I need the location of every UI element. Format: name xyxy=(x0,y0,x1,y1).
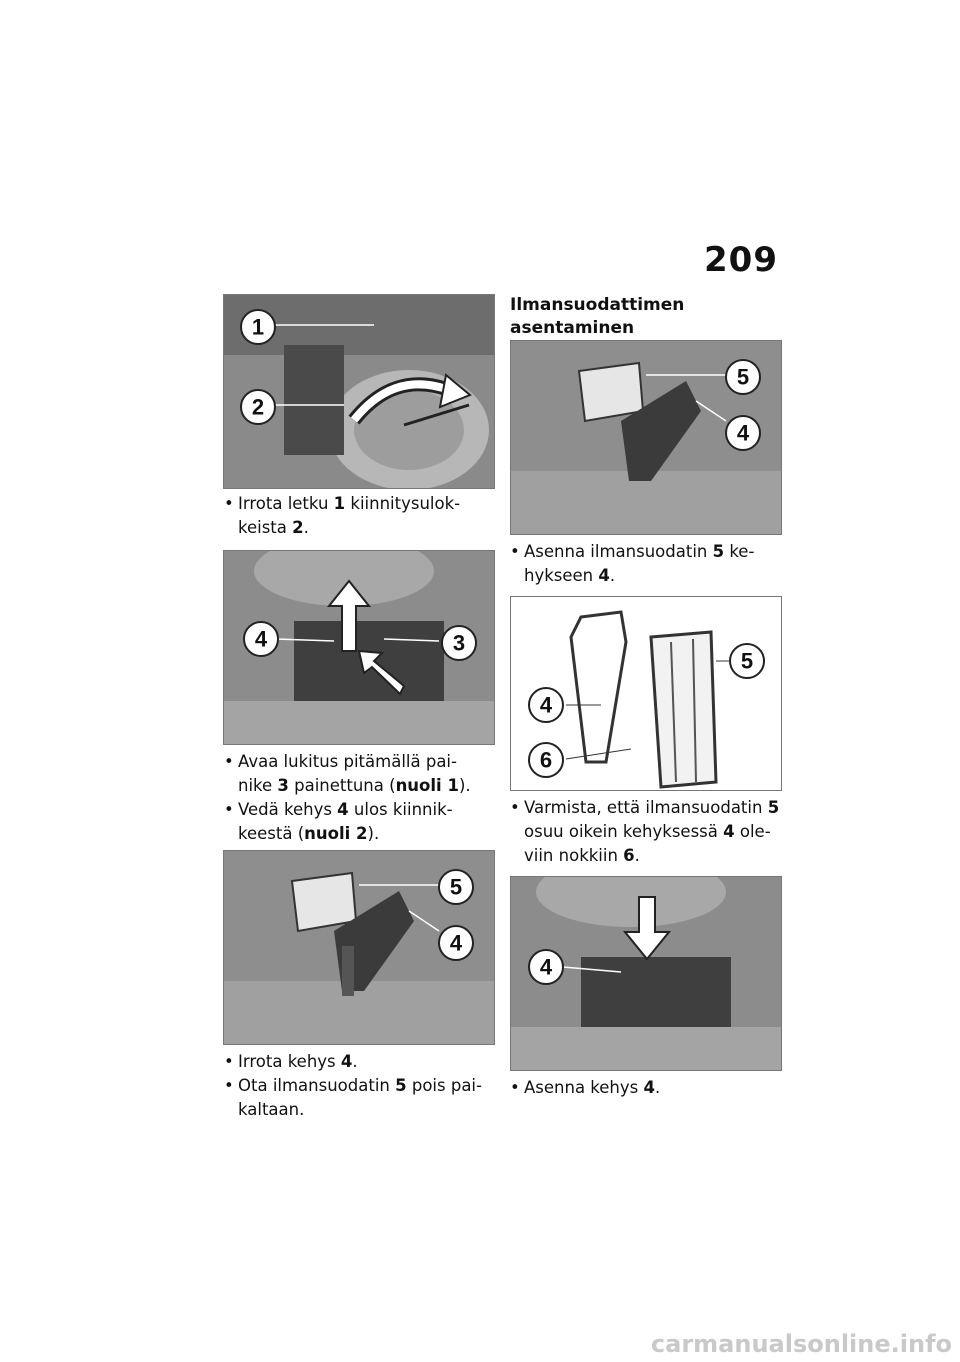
callout-4: 4 xyxy=(528,949,564,985)
svg-text:4: 4 xyxy=(255,627,268,652)
svg-text:4: 4 xyxy=(540,693,553,718)
callout-1: 1 xyxy=(240,309,276,345)
figure-hose-removal: 1 2 xyxy=(223,294,495,489)
step-item: Asenna ilmansuodatin 5 ke- hykseen 4. xyxy=(510,540,780,588)
step-list-3: Irrota kehys 4. Ota ilmansuodatin 5 pois… xyxy=(224,1050,494,1122)
step-item: Asenna kehys 4. xyxy=(510,1076,780,1100)
page-number: 209 xyxy=(704,240,778,280)
drawing-filter-and-frame: 4 5 6 xyxy=(511,597,781,790)
figure-frame-reinstall: 4 xyxy=(510,876,782,1071)
step-item: Irrota letku 1 kiinnitysulok- keista 2. xyxy=(224,492,494,540)
figure-filter-install: 5 4 xyxy=(510,340,782,535)
svg-text:5: 5 xyxy=(741,649,753,674)
callout-5: 5 xyxy=(438,869,474,905)
step-item: Irrota kehys 4. xyxy=(224,1050,494,1074)
svg-text:4: 4 xyxy=(540,955,553,980)
figure-frame-removed: 5 4 xyxy=(223,850,495,1045)
photo-filter-frame: 5 4 xyxy=(224,851,494,1044)
svg-text:1: 1 xyxy=(252,315,264,340)
figure-frame-unlock: 4 3 xyxy=(223,550,495,745)
step-list-5: Varmista, että ilmansuodatin 5 osuu oike… xyxy=(510,796,780,868)
photo-hose-clips: 1 2 xyxy=(224,295,494,488)
callout-4: 4 xyxy=(438,925,474,961)
watermark-text: carmanualsonline.info xyxy=(650,1330,952,1358)
svg-text:5: 5 xyxy=(737,365,749,390)
figure-filter-detail: 4 5 6 xyxy=(510,596,782,791)
photo-frame-insert: 4 xyxy=(511,877,781,1070)
step-list-4: Asenna ilmansuodatin 5 ke- hykseen 4. xyxy=(510,540,780,588)
callout-5: 5 xyxy=(725,359,761,395)
step-item: Vedä kehys 4 ulos kiinnik- keestä (nuoli… xyxy=(224,798,494,846)
photo-frame-latch: 4 3 xyxy=(224,551,494,744)
callout-2: 2 xyxy=(240,389,276,425)
svg-text:3: 3 xyxy=(453,631,465,656)
step-item: Varmista, että ilmansuodatin 5 osuu oike… xyxy=(510,796,780,868)
callout-4: 4 xyxy=(243,621,279,657)
step-item: Avaa lukitus pitämällä pai- nike 3 paine… xyxy=(224,750,494,798)
callout-4: 4 xyxy=(528,687,564,723)
step-list-6: Asenna kehys 4. xyxy=(510,1076,780,1100)
svg-text:4: 4 xyxy=(450,931,463,956)
svg-text:5: 5 xyxy=(450,875,462,900)
step-list-1: Irrota letku 1 kiinnitysulok- keista 2. xyxy=(224,492,494,540)
callout-4: 4 xyxy=(725,415,761,451)
callout-5: 5 xyxy=(729,643,765,679)
step-item: Ota ilmansuodatin 5 pois pai- kaltaan. xyxy=(224,1074,494,1122)
photo-filter-into-frame: 5 4 xyxy=(511,341,781,534)
svg-text:6: 6 xyxy=(540,748,552,773)
callout-3: 3 xyxy=(441,625,477,661)
svg-text:2: 2 xyxy=(252,395,264,420)
svg-text:4: 4 xyxy=(737,421,750,446)
callout-6: 6 xyxy=(528,742,564,778)
step-list-2: Avaa lukitus pitämällä pai- nike 3 paine… xyxy=(224,750,494,846)
